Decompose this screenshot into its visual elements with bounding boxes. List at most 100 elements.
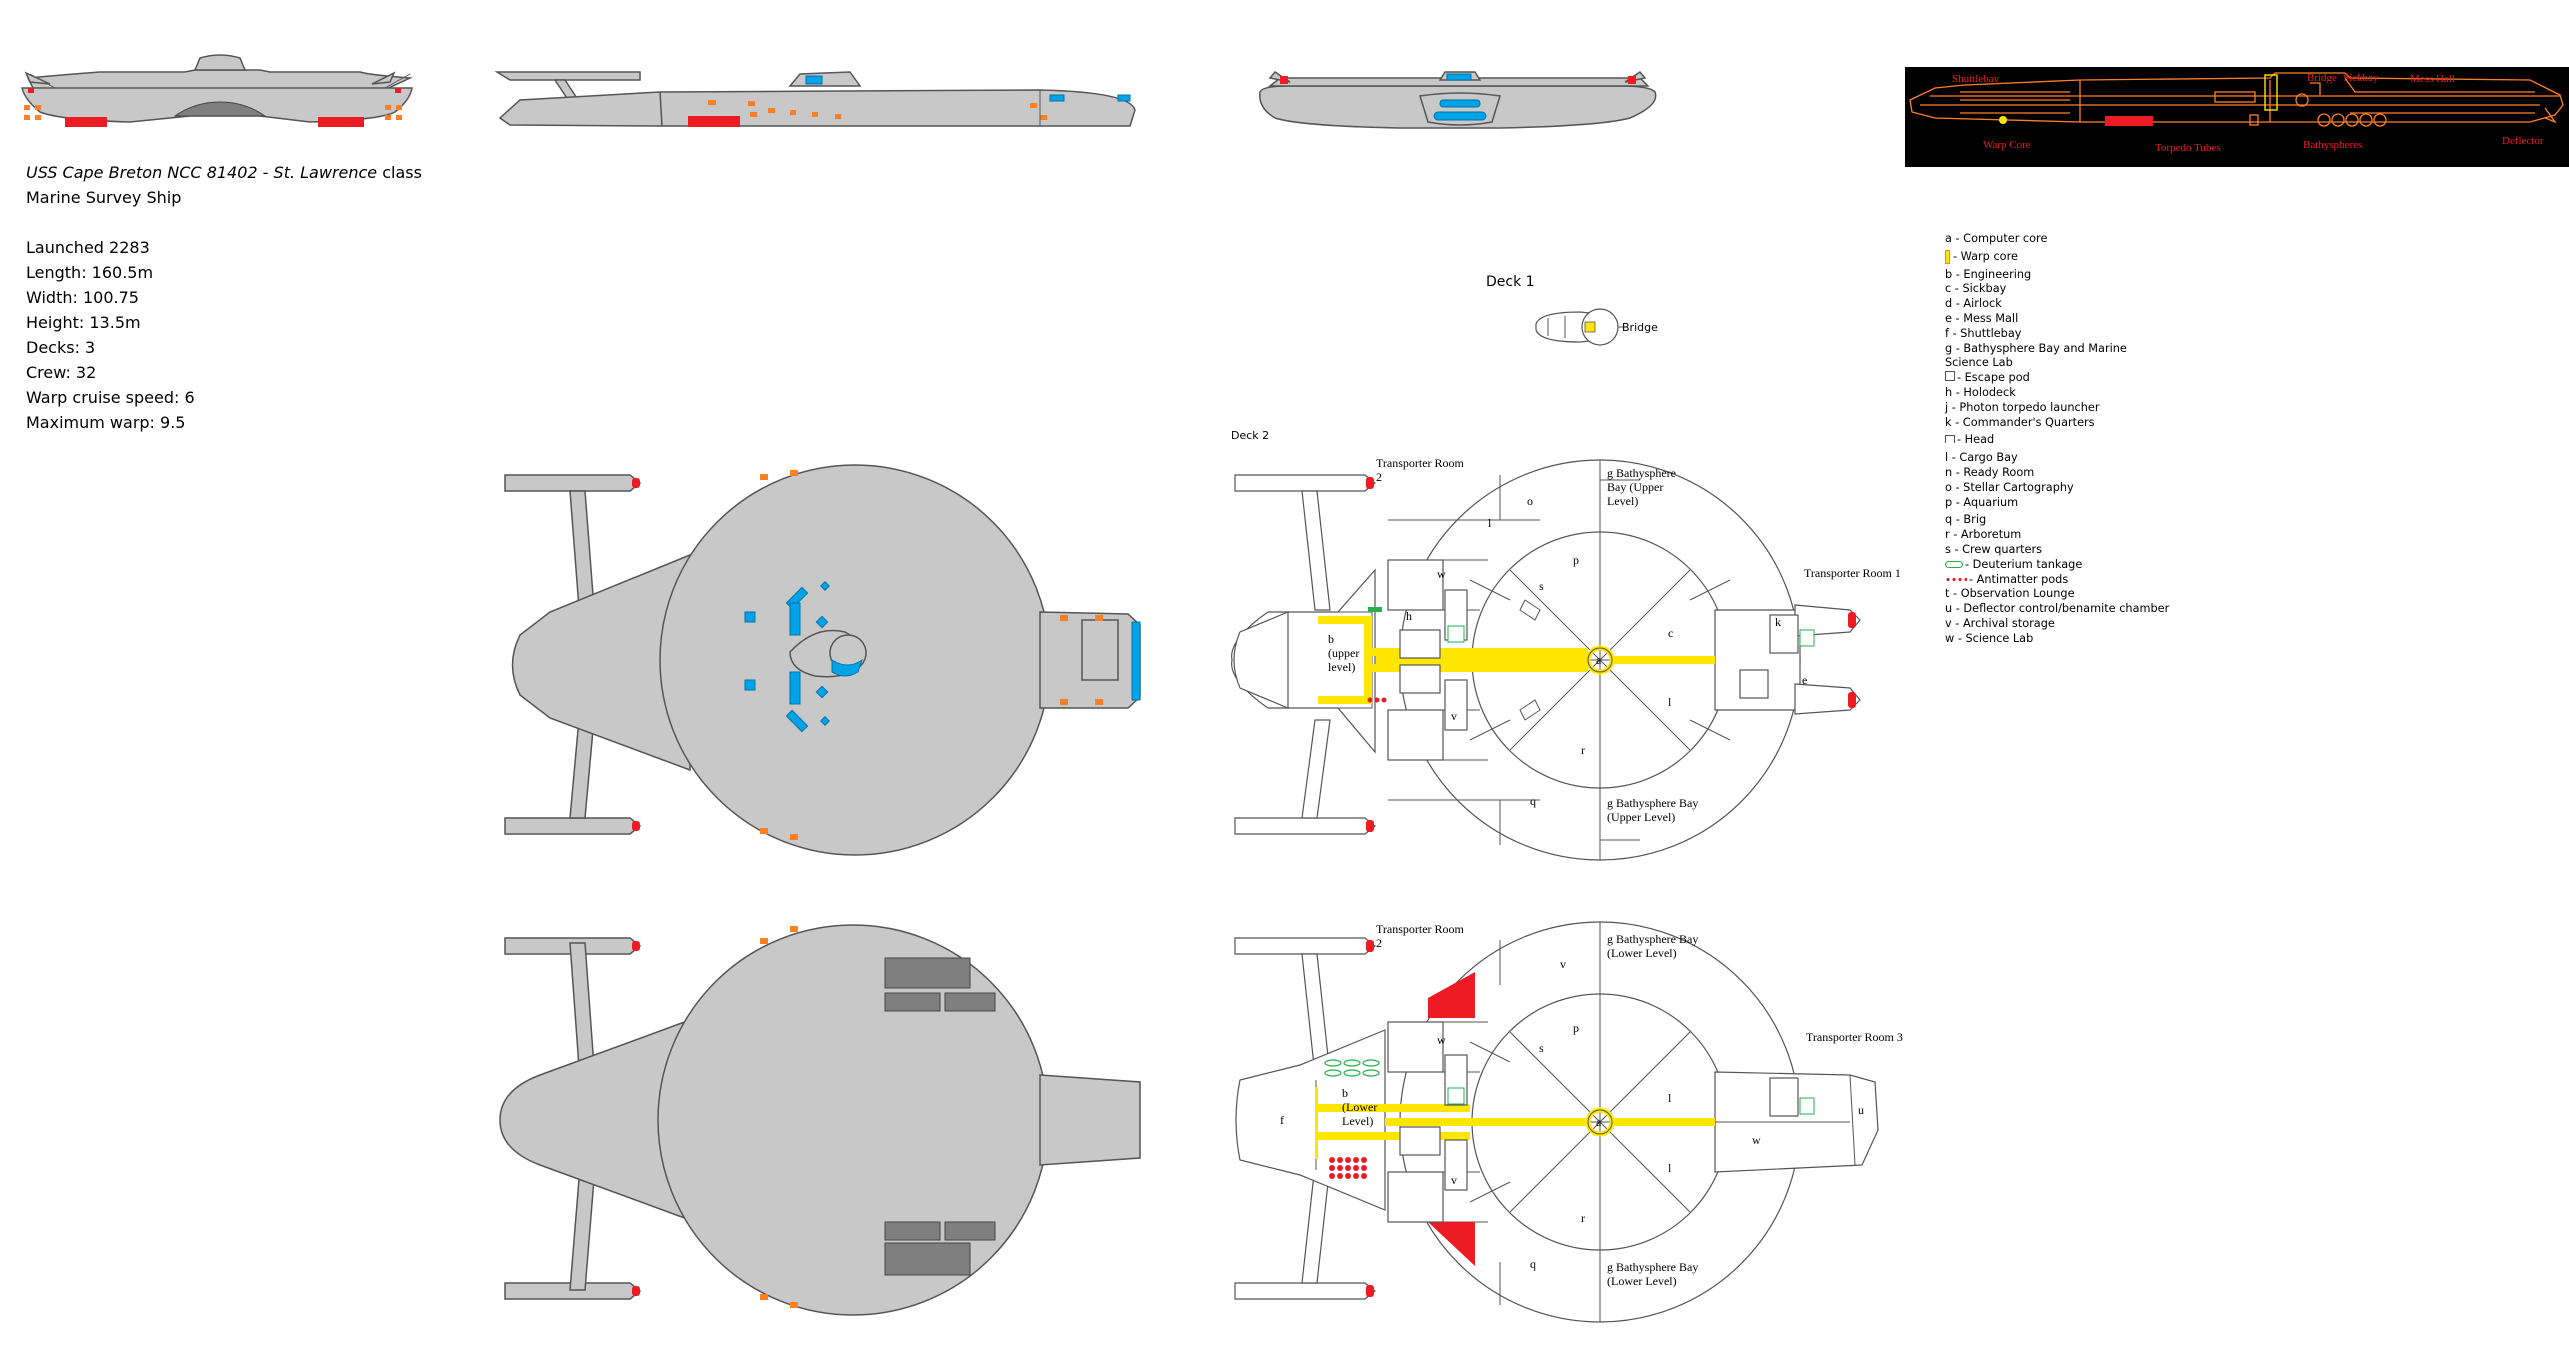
ventral-view [499,924,1141,1316]
deck3-plan [1234,921,1879,1323]
d3-room-a: a [1596,1115,1602,1129]
deuterium-tank-icon [1945,561,1963,569]
d2-room-v: v [1451,709,1457,723]
stat-length: Length: 160.5m [26,263,154,282]
front-view [21,54,413,127]
legend-item: - Antimatter pods [1945,573,2175,588]
ship-class-suffix: class [377,163,422,182]
legend-item: w - Science Lab [1945,631,2034,645]
legend-item: p - Aquarium [1945,495,2019,509]
cutaway-label-mess-hall: Mess Hall [2410,73,2455,85]
d3-room-v-top: v [1560,957,1566,971]
legend-item: g - Bathysphere Bay and Marine [1945,341,2127,355]
head-icon [1945,435,1955,444]
d3-room-v-bottom: v [1451,1173,1457,1187]
d2-bathysphere-bay-bottom: g Bathysphere Bay (Upper Level) [1607,796,1699,824]
legend-item: r - Arboretum [1945,528,2022,542]
cutaway-label-bridge: Bridge [2307,72,2337,84]
deck2-title: Deck 2 [1231,429,1270,442]
stat-decks: Decks: 3 [26,338,96,357]
legend-item: o - Stellar Cartography [1945,480,2074,494]
rear-view [1259,71,1657,129]
legend-item: l - Cargo Bay [1945,451,2018,465]
legend-item: Science Lab [1945,356,2013,370]
cutaway-panel [1905,67,2569,167]
ship-info: USS Cape Breton NCC 81402 - St. Lawrence… [26,160,422,435]
dorsal-view [504,464,1141,856]
d2-room-l-lower: l [1668,695,1672,709]
ship-type: Marine Survey Ship [26,188,182,207]
cutaway-label-bathyspheres: Bathyspheres [2303,139,2362,151]
legend-item: q - Brig [1945,513,1987,527]
d3-room-s: s [1539,1041,1544,1055]
legend-item: s - Crew quarters [1945,542,2043,556]
d3-room-p: p [1573,1021,1579,1035]
d2-room-o: o [1527,494,1533,508]
legend-item: a - Computer core [1945,232,2048,245]
cutaway-labels: Shuttlebay Bridge Sickbay Mess Hall Warp… [1952,72,2544,154]
warp-core-icon [1945,249,1950,264]
d3-bathysphere-bay-bottom: g Bathysphere Bay (Lower Level) [1607,1260,1699,1288]
legend-item: - Deuterium tankage [1945,558,2175,573]
legend-item: - Head [1945,433,2175,448]
d3-room-r: r [1581,1211,1585,1225]
d3-transporter-room-2: Transporter Room 2 [1376,922,1464,950]
d2-room-r: r [1581,743,1585,757]
legend-item: - Warp core [1945,249,2175,265]
d2-room-w: w [1437,567,1446,581]
legend-item: n - Ready Room [1945,465,2035,479]
deck1-title: Deck 1 [1486,274,1535,290]
d2-transporter-room-2: Transporter Room 2 [1376,456,1464,484]
cutaway-label-shuttlebay: Shuttlebay [1952,73,2000,85]
d3-transporter-room-3: Transporter Room 3 [1806,1030,1903,1044]
deck3-room-letters: a f l l p q r s u v v w w [1280,957,1864,1271]
d3-room-w-right: w [1752,1133,1761,1147]
room-legend: a - Computer core - Warp core b - Engine… [1945,232,2175,647]
ship-title: USS Cape Breton NCC 81402 - St. Lawrence… [26,160,422,185]
cutaway-label-sickbay: Sickbay [2343,72,2379,84]
d3-room-f: f [1280,1113,1284,1127]
d3-room-u: u [1858,1103,1864,1117]
stat-height: Height: 13.5m [26,313,141,332]
d3-room-w-left: w [1437,1033,1446,1047]
ship-name: USS Cape Breton NCC 81402 - St. Lawrence [26,163,378,182]
d3-engineering-label: b (Lower Level) [1342,1086,1378,1128]
d2-room-e: e [1802,673,1807,687]
d2-room-c: c [1668,626,1673,640]
d3-room-q: q [1530,1257,1536,1271]
stat-width: Width: 100.75 [26,288,139,307]
cutaway-label-torpedo-tubes: Torpedo Tubes [2155,142,2221,154]
legend-item: f - Shuttlebay [1945,326,2022,340]
d3-room-l-lower: l [1668,1161,1672,1175]
legend-item: - Escape pod [1945,371,2175,386]
deck1-plan [1535,308,1625,346]
legend-item: k - Commander's Quarters [1945,415,2095,429]
d3-bathysphere-bay-top: g Bathysphere Bay (Lower Level) [1607,932,1699,960]
d2-bathysphere-bay-top: g Bathysphere Bay (Upper Level) [1607,466,1676,508]
side-view [494,71,1136,127]
legend-item: u - Deflector control/benamite chamber [1945,602,2170,616]
stat-max-warp: Maximum warp: 9.5 [26,413,186,432]
d2-room-a: a [1596,653,1602,667]
legend-item: v - Archival storage [1945,616,2055,630]
stat-warp-cruise: Warp cruise speed: 6 [26,388,195,407]
legend-item: j - Photon torpedo launcher [1945,400,2100,414]
d2-room-h: h [1406,609,1412,623]
stat-launched: Launched 2283 [26,238,150,257]
deck2-room-letters: a c e h k l l o p q r s v w [1406,494,1807,808]
deck2-plan [1231,459,1861,861]
legend-item: e - Mess Mall [1945,311,2019,325]
legend-item: b - Engineering [1945,267,2032,281]
antimatter-pod-icon [1945,577,1967,583]
cutaway-label-deflector: Deflector [2502,135,2544,147]
legend-item: t - Observation Lounge [1945,587,2075,601]
deck1-bridge-label: Bridge [1622,321,1658,334]
d3-room-l-upper: l [1668,1091,1672,1105]
d2-room-q: q [1530,794,1536,808]
legend-item: d - Airlock [1945,297,2002,311]
stat-crew: Crew: 32 [26,363,97,382]
d2-engineering-label: b (upper level) [1328,632,1360,674]
d2-room-s: s [1539,579,1544,593]
d2-transporter-room-1: Transporter Room 1 [1804,566,1901,580]
